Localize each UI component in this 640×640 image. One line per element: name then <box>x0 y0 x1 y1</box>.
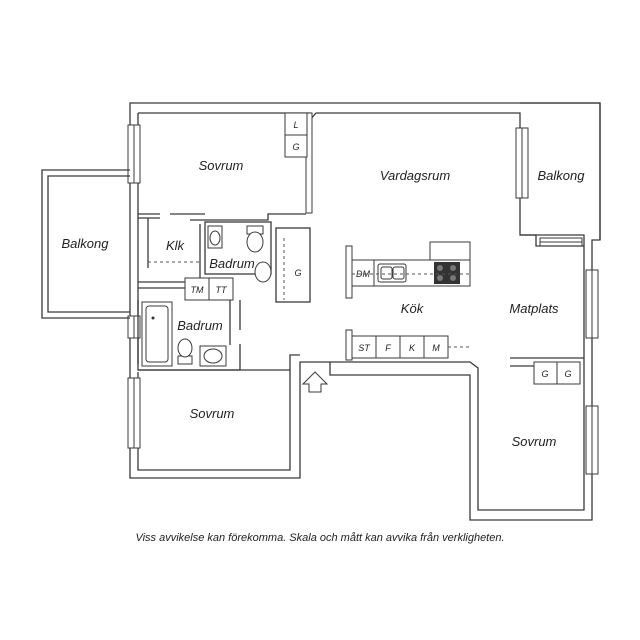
room-label-balkong-left: Balkong <box>62 236 110 251</box>
window-right-sovrum <box>585 405 599 475</box>
closet-label-g-right-1: G <box>541 369 548 379</box>
room-label-balkong-right: Balkong <box>538 168 586 183</box>
bathtub <box>141 301 173 367</box>
balcony-left <box>41 169 130 319</box>
closet-label-g-hall: G <box>294 268 301 278</box>
window-right-matplats <box>585 269 599 339</box>
room-label-sovrum-right: Sovrum <box>512 434 557 449</box>
appliance-label-st: ST <box>358 343 371 353</box>
closet-label-g-top: G <box>292 142 299 152</box>
room-label-sovrum-top: Sovrum <box>199 158 244 173</box>
room-label-kok: Kök <box>401 301 425 316</box>
disclaimer-caption: Viss avvikelse kan förekomma. Skala och … <box>135 532 505 544</box>
window-balkong-door <box>539 237 583 247</box>
window-left-bath <box>127 315 141 339</box>
appliance-label-f: F <box>385 343 391 353</box>
room-label-klk: Klk <box>166 238 186 253</box>
sink-lower <box>199 345 227 367</box>
entrance-arrow-icon <box>301 371 329 393</box>
appliance-label-dm: DM <box>356 269 370 279</box>
balcony-right <box>520 102 601 240</box>
closet-label-l: L <box>293 120 298 130</box>
room-label-vardagsrum: Vardagsrum <box>380 168 450 183</box>
appliance-label-m: M <box>432 343 440 353</box>
appliance-label-k: K <box>409 343 416 353</box>
room-label-matplats: Matplats <box>509 301 559 316</box>
window-right-balkong <box>515 127 529 199</box>
washbasin-upper-corner <box>254 261 272 283</box>
kitchen-sink <box>377 263 407 283</box>
kitchen-stove <box>434 262 460 284</box>
closet-label-g-right-2: G <box>564 369 571 379</box>
toilet-upper <box>246 225 264 253</box>
room-label-badrum-lower: Badrum <box>177 318 223 333</box>
room-label-sovrum-bottom: Sovrum <box>190 406 235 421</box>
sink-upper <box>207 225 223 249</box>
room-label-badrum-upper: Badrum <box>209 256 255 271</box>
appliance-label-tm: TM <box>191 285 204 295</box>
window-left-top <box>127 124 141 184</box>
appliance-label-tt: TT <box>216 285 228 295</box>
closet-right <box>533 361 581 385</box>
toilet-lower <box>177 338 193 365</box>
window-left-bottom <box>127 377 141 449</box>
kitchen-lower-counter <box>351 335 472 359</box>
